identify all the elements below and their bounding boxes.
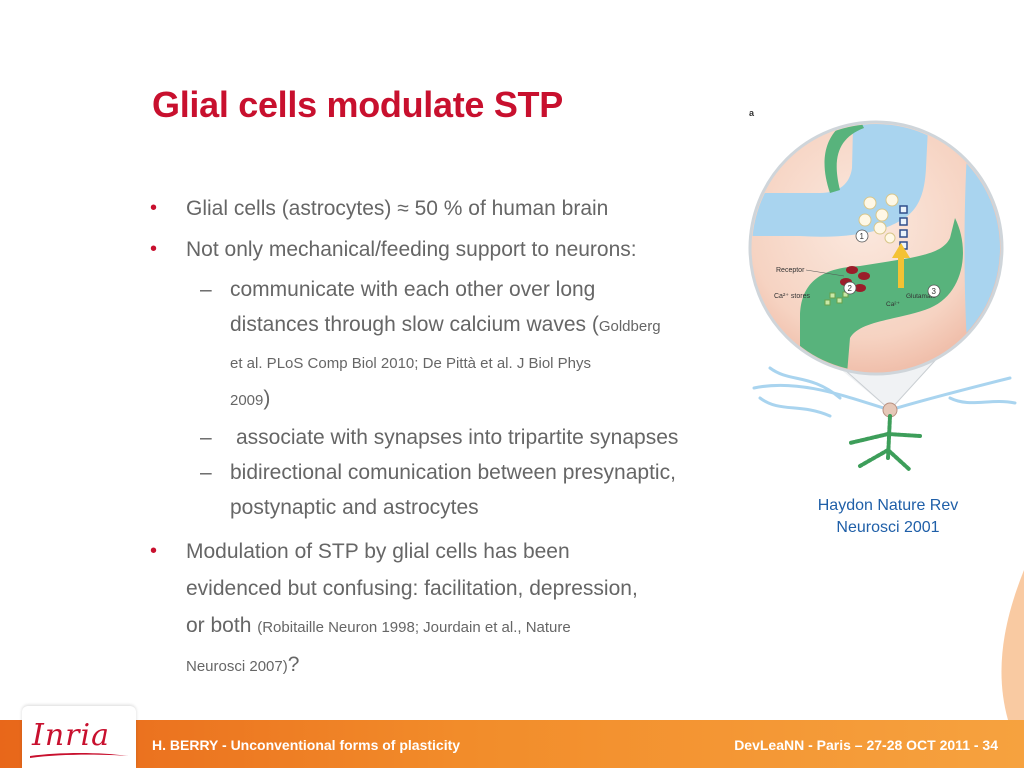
bullet-item: • Glial cells (astrocytes) ≈ 50 % of hum…	[150, 190, 750, 227]
bullet-dot-icon: •	[150, 197, 158, 219]
logo: Inria	[22, 706, 136, 768]
sub-bullet-text: postynaptic and astrocytes	[230, 496, 479, 519]
citation: Goldberg	[598, 318, 661, 335]
sub-bullet-text: bidirectional comunication between presy…	[230, 461, 676, 484]
closing-paren: )	[263, 387, 271, 410]
sub-bullet-item: – communicate with each other over long …	[150, 272, 750, 418]
bullet-item: • Modulation of STP by glial cells has b…	[150, 533, 750, 685]
bullet-text: evidenced but confusing: facilitation, d…	[186, 577, 638, 600]
bullet-text: Not only mechanical/feeding support to n…	[186, 238, 637, 261]
figure-panel-letter: a	[749, 108, 755, 118]
bullet-text: Modulation of STP by glial cells has bee…	[186, 540, 570, 563]
bullet-list: • Glial cells (astrocytes) ≈ 50 % of hum…	[150, 190, 750, 689]
corner-swoosh-icon	[1001, 570, 1024, 720]
label-number-2: 2	[848, 284, 853, 293]
bullet-item: • Not only mechanical/feeding support to…	[150, 231, 750, 268]
slide-title: Glial cells modulate STP	[152, 84, 563, 125]
sub-bullet-text: communicate with each other over long	[230, 278, 596, 301]
dash-icon: –	[200, 278, 212, 301]
caption-line: Haydon Nature Rev	[817, 497, 959, 514]
logo-swoosh-icon	[30, 753, 128, 758]
bullet-dot-icon: •	[150, 238, 158, 260]
citation: Neurosci 2007)	[186, 658, 288, 675]
question-mark: ?	[287, 653, 300, 676]
label-number-3: 3	[932, 287, 937, 296]
footer-bar	[0, 720, 1024, 768]
dash-icon: –	[200, 426, 212, 449]
sub-bullet-text: distances through slow calcium waves (	[230, 313, 599, 336]
citation: et al. PLoS Comp Biol 2010; De Pittà et …	[230, 355, 592, 372]
bullet-dot-icon: •	[150, 540, 158, 562]
tripartite-synapse-figure: Receptor Ca²⁺ stores Ca²⁺ Glutamate 1 2 …	[748, 120, 1017, 472]
footer-left-text: H. BERRY - Unconventional forms of plast…	[152, 737, 461, 753]
bullet-text: Glial cells (astrocytes) ≈ 50 % of human…	[186, 197, 609, 220]
label-receptor: Receptor	[776, 267, 805, 274]
label-ca-stores: Ca²⁺ stores	[774, 293, 810, 300]
sub-bullet-item: – bidirectional comunication between pre…	[150, 455, 750, 525]
label-glutamate: Glutamate	[906, 293, 936, 300]
label-number-1: 1	[860, 232, 865, 241]
caption-line: Neurosci 2001	[836, 519, 940, 536]
footer-right-text: DevLeaNN - Paris – 27-28 OCT 2011 - 34	[734, 737, 998, 753]
figure-caption: Haydon Nature Rev Neurosci 2001	[770, 495, 1006, 539]
sub-bullet-item: – associate with synapses into tripartit…	[150, 420, 750, 455]
bullet-text: or both	[186, 614, 258, 637]
label-ca: Ca²⁺	[886, 301, 900, 308]
citation: 2009	[230, 392, 264, 409]
dash-icon: –	[200, 461, 212, 484]
logo-text: Inria	[32, 718, 110, 753]
citation: (Robitaille Neuron 1998; Jourdain et al.…	[257, 619, 571, 636]
sub-bullet-text: associate with synapses into tripartite …	[236, 426, 679, 449]
